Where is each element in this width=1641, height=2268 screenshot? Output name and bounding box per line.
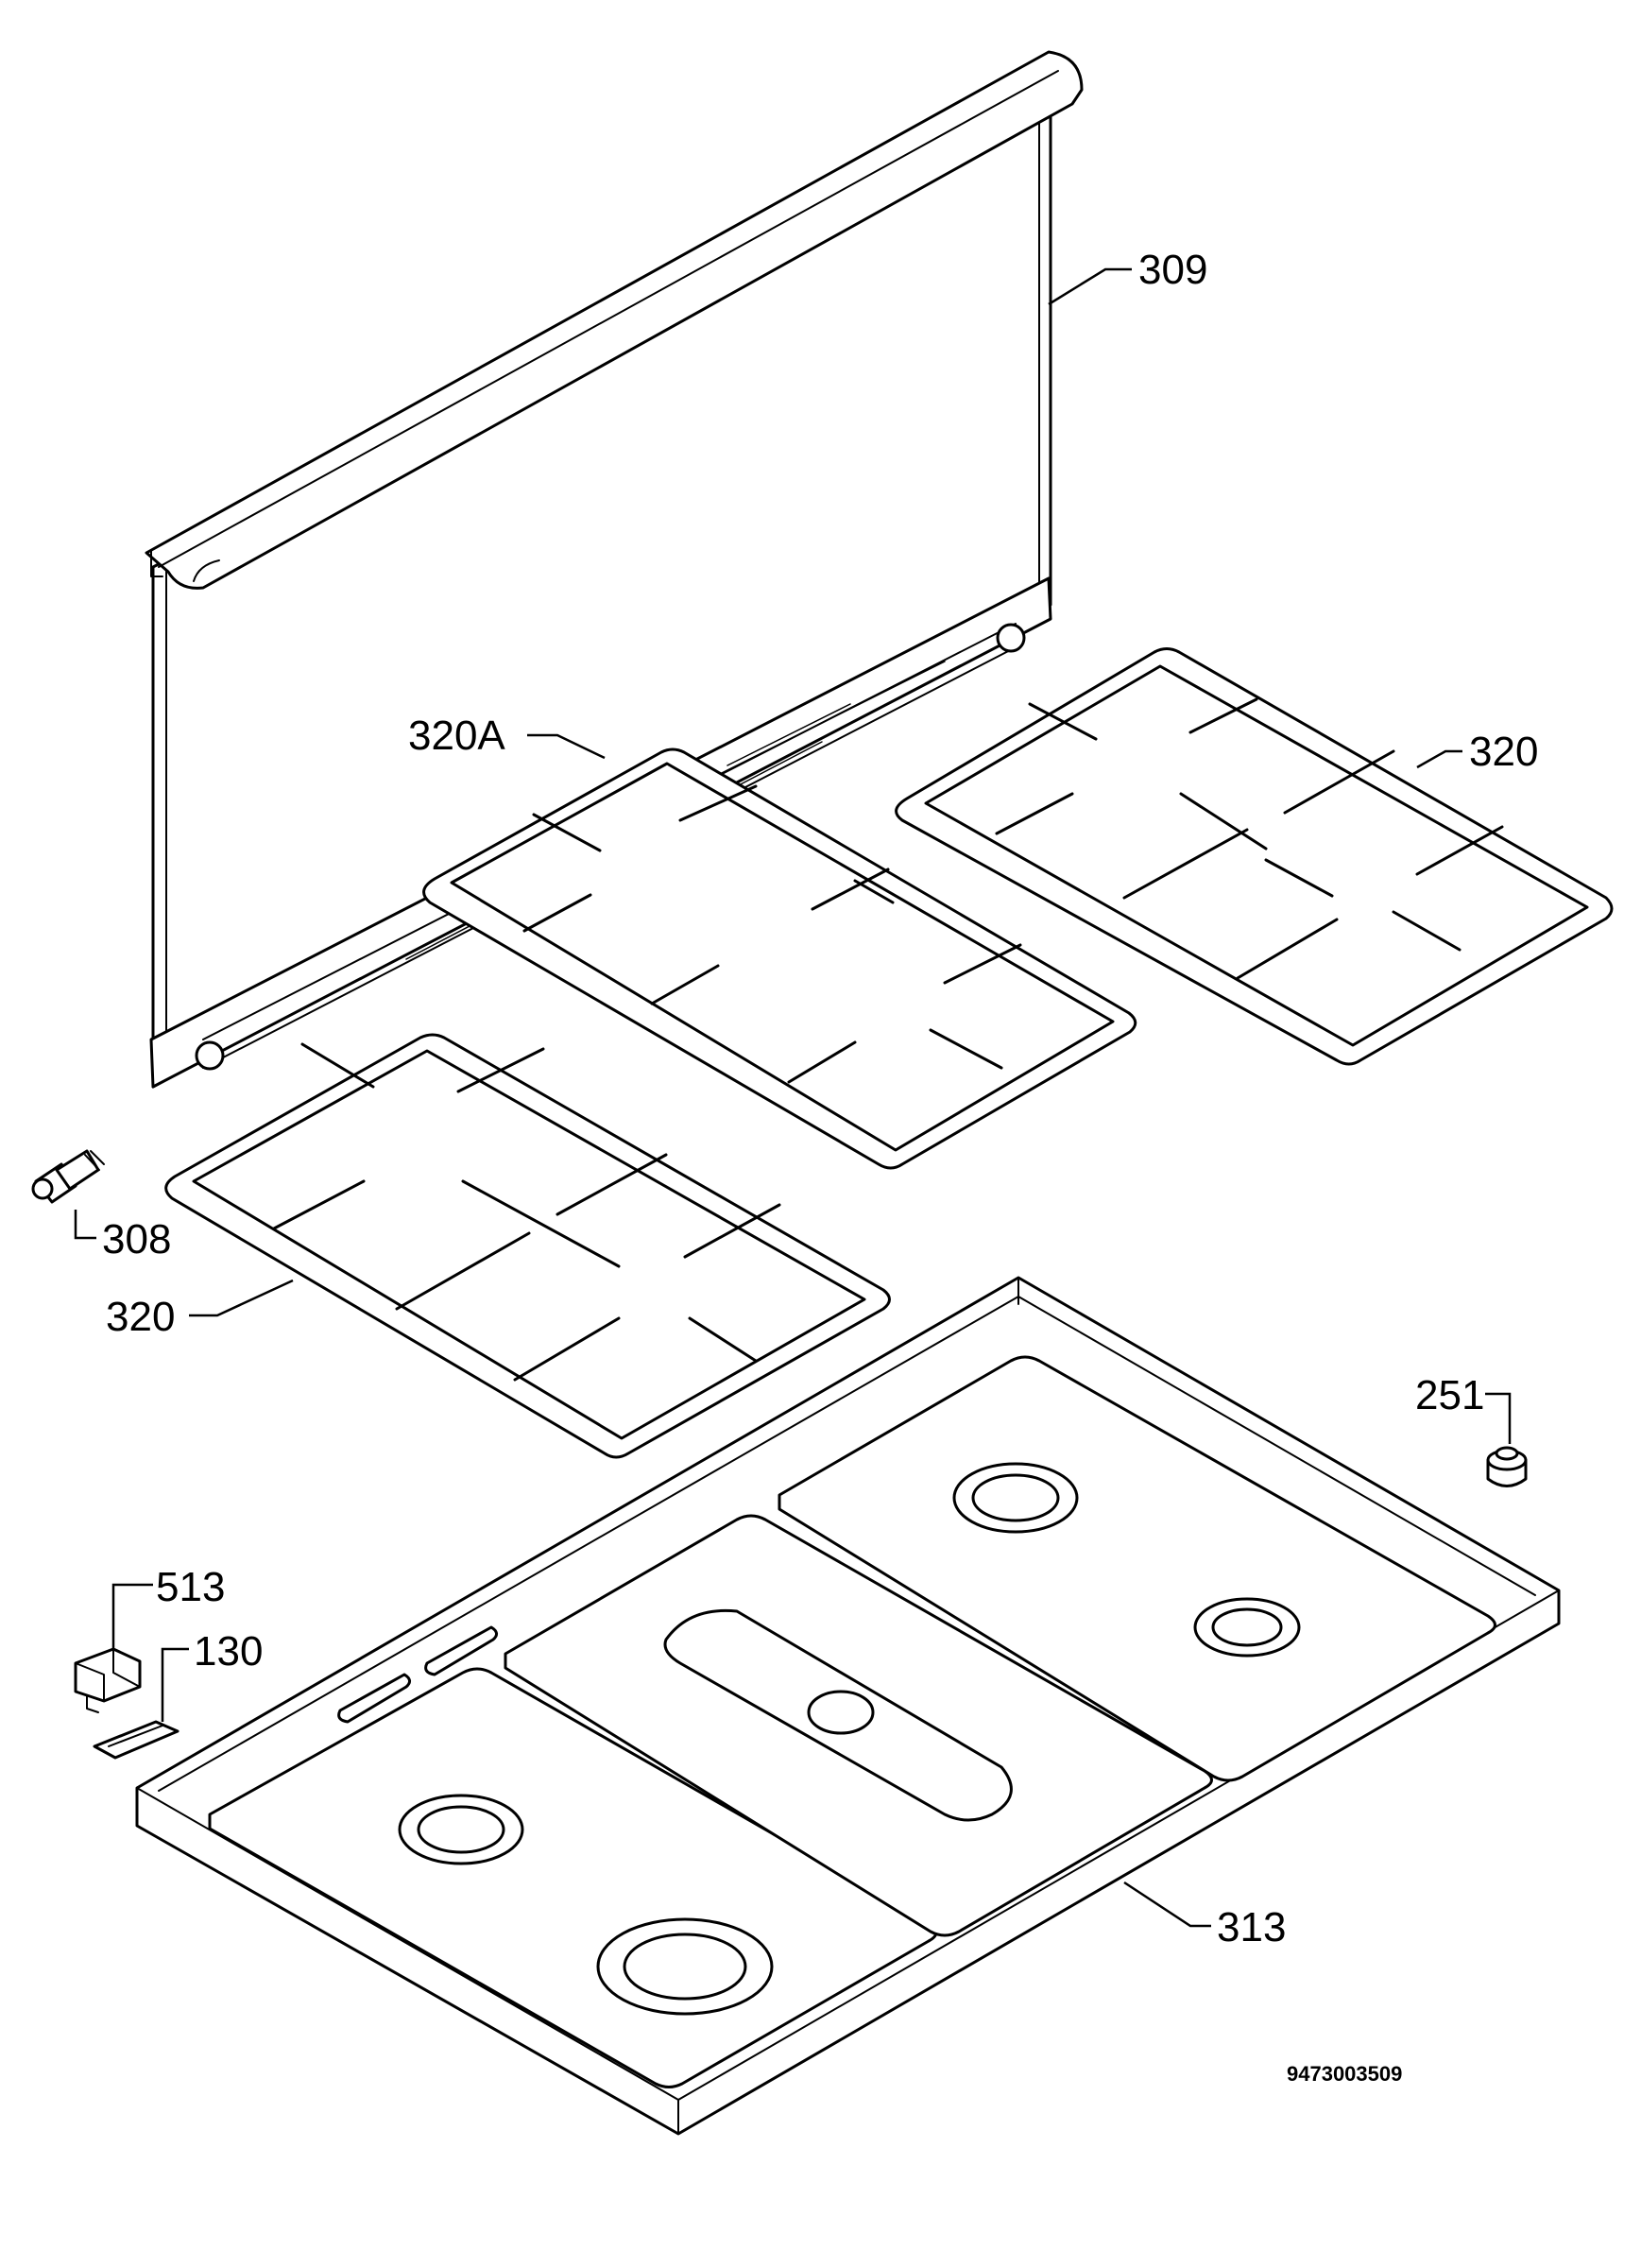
label-308: 308	[102, 1216, 171, 1263]
leader-309	[1048, 267, 1132, 306]
drawing-number: 9473003509	[1287, 2062, 1402, 2086]
label-320-right: 320	[1469, 729, 1538, 775]
label-320A: 320A	[408, 713, 505, 759]
leader-513	[111, 1583, 153, 1649]
leader-308	[74, 1210, 96, 1240]
label-309: 309	[1138, 247, 1207, 293]
pan-support-center-320A	[422, 747, 1137, 1170]
leader-251	[1485, 1392, 1512, 1444]
label-513: 513	[156, 1564, 225, 1610]
label-251: 251	[1415, 1372, 1484, 1418]
leader-313	[1123, 1881, 1211, 1928]
leader-320-right	[1416, 749, 1462, 769]
leader-320A	[527, 733, 606, 760]
clip-130	[93, 1720, 179, 1760]
leader-130	[161, 1647, 189, 1722]
injector-308	[31, 1149, 105, 1204]
hob-top-313	[135, 1276, 1561, 2136]
label-313: 313	[1217, 1904, 1286, 1950]
pan-support-left-320	[164, 1033, 891, 1459]
knob-251	[1486, 1446, 1528, 1487]
leader-320-left	[189, 1279, 294, 1317]
label-320-left: 320	[106, 1294, 175, 1340]
label-130: 130	[194, 1628, 263, 1675]
cap-513	[74, 1647, 142, 1713]
pan-support-right-320	[895, 647, 1614, 1066]
